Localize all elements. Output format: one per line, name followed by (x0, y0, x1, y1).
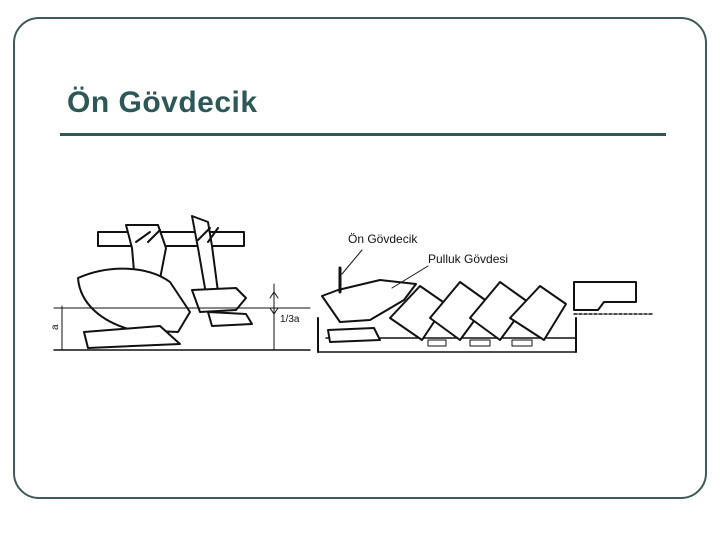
leader-front-body (341, 249, 363, 275)
clamp-front (197, 227, 219, 243)
main-mouldboard (77, 267, 191, 333)
front-body-share (207, 311, 253, 327)
plough-side-view (53, 215, 311, 351)
title-rule (60, 133, 666, 136)
unploughed-land-block (573, 281, 637, 311)
plough-diagram: Ön Gövdecik Pulluk Gövdesi a 1/3a (40, 200, 680, 370)
dimension-arrows (269, 291, 279, 315)
plough-diagram-svg: Ön Gövdecik Pulluk Gövdesi a 1/3a (50, 215, 653, 353)
main-share (83, 325, 181, 349)
furrow-slice-4 (509, 285, 567, 341)
plough-beam (97, 231, 245, 247)
label-one-third-depth: 1/3a (280, 314, 300, 325)
label-plough-body: Pulluk Gövdesi (428, 252, 508, 266)
leader-plough-body (391, 265, 429, 289)
clamp-rear (135, 229, 161, 243)
slide-title: Ön Gövdecik (67, 86, 258, 119)
slide-frame (13, 17, 707, 499)
front-body-section (321, 279, 417, 323)
plough-leg-front (191, 215, 219, 295)
label-depth-a: a (50, 324, 61, 330)
furrow-cross-section (317, 249, 653, 353)
front-body-furrow-slice (327, 327, 381, 343)
label-front-body: Ön Gövdecik (348, 232, 418, 246)
furrow-sole-blocks (427, 339, 533, 347)
